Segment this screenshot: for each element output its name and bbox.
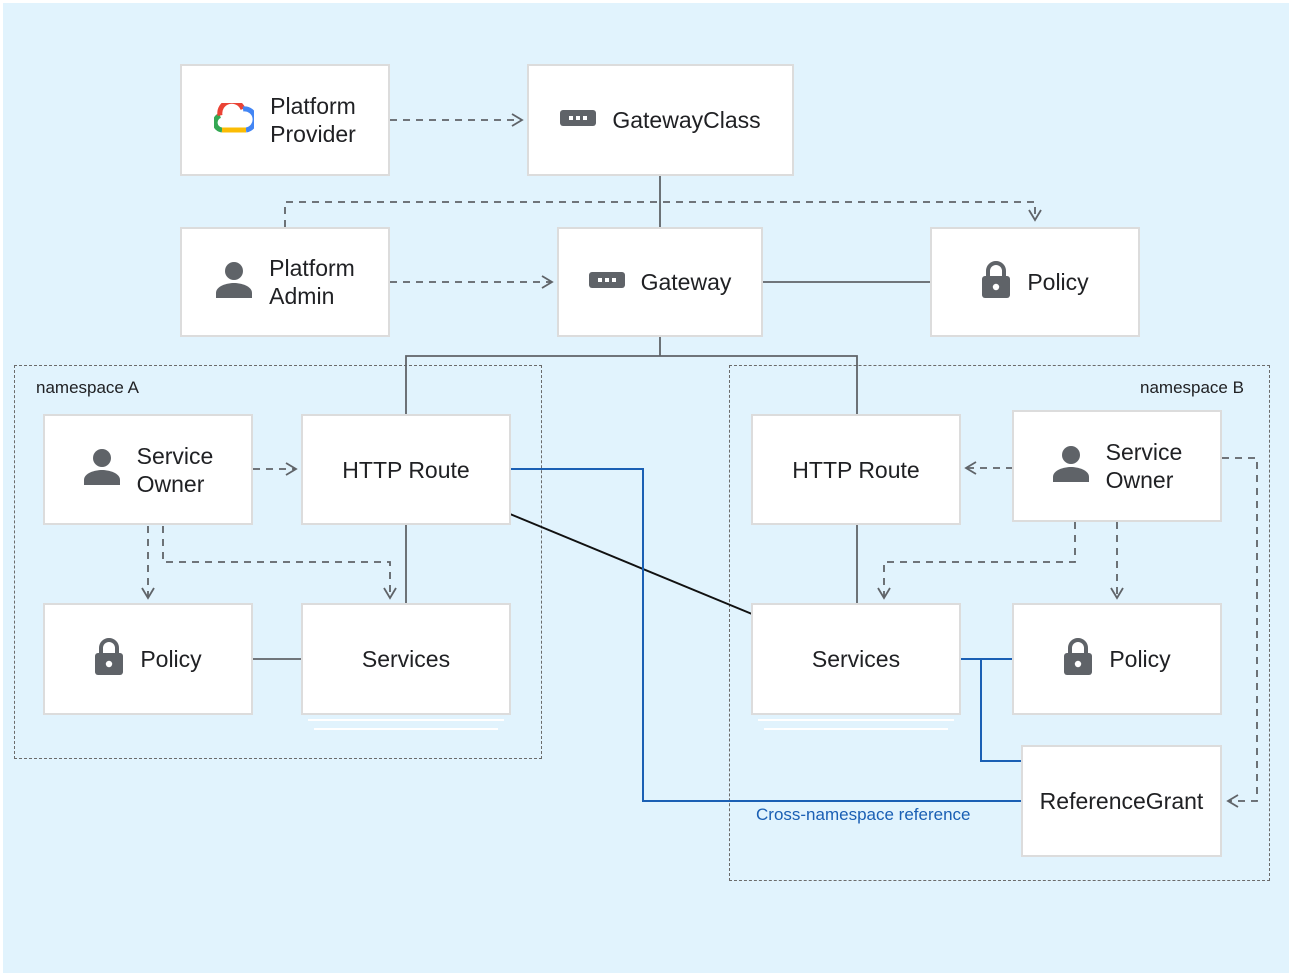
lock-icon: [94, 637, 124, 681]
person-icon: [1052, 445, 1090, 488]
a-services-label: Services: [361, 646, 451, 672]
gateway-node[interactable]: Gateway: [557, 227, 763, 337]
a-http-route-label: HTTP Route: [342, 456, 470, 483]
services-a-stack-line-1: [308, 719, 504, 724]
edge-gateway-to-routes: [405, 337, 858, 415]
person-icon: [83, 448, 121, 491]
a-service-owner-label: Service Owner: [137, 442, 214, 498]
b-http-route-node[interactable]: HTTP Route: [751, 414, 961, 525]
platform-provider-node[interactable]: Platform Provider: [180, 64, 390, 176]
edge-a-route-to-b-services: [509, 513, 753, 615]
reference-grant-label: ReferenceGrant: [1039, 788, 1204, 814]
gatewayclass-label: GatewayClass: [612, 107, 761, 133]
cross-namespace-reference-label: Cross-namespace reference: [756, 805, 971, 824]
platform-provider-label: Platform Provider: [270, 92, 356, 148]
edge-b-owner-to-services: [877, 522, 1076, 600]
platform-provider-line1: Platform: [270, 93, 356, 119]
gateway-icon: [560, 109, 597, 131]
platform-admin-label: Platform Admin: [269, 254, 355, 310]
b-policy-node[interactable]: Policy: [1012, 603, 1222, 715]
b-service-owner-line2: Owner: [1105, 467, 1174, 493]
edge-admin-to-policy: [284, 201, 1042, 227]
b-http-route-label: HTTP Route: [792, 456, 920, 483]
namespace-a-region: [14, 365, 542, 759]
edge-b-owner-to-referencegrant: [1222, 457, 1258, 808]
b-service-owner-node[interactable]: Service Owner: [1012, 410, 1222, 522]
a-service-owner-line2: Owner: [136, 470, 205, 497]
gateway-label: Gateway: [640, 269, 732, 295]
services-b-stack-line-1: [758, 719, 954, 724]
a-services-node[interactable]: Services: [301, 603, 511, 715]
namespace-b-label: namespace B: [1140, 378, 1244, 397]
policy-top-label: Policy: [1027, 269, 1089, 295]
edge-b-services-to-referencegrant: [980, 659, 1022, 762]
a-policy-node[interactable]: Policy: [43, 603, 253, 715]
edge-a-owner-to-services: [162, 526, 397, 600]
person-icon: [215, 261, 253, 304]
platform-admin-line1: Platform: [269, 255, 355, 281]
services-a-stack-line-2: [314, 728, 498, 733]
gateway-icon: [588, 271, 625, 293]
platform-provider-line2: Provider: [270, 121, 356, 147]
a-service-owner-node[interactable]: Service Owner: [43, 414, 253, 525]
platform-admin-line2: Admin: [269, 283, 335, 309]
a-service-owner-line1: Service: [136, 442, 214, 469]
namespace-b-region: [729, 365, 1270, 881]
a-http-route-node[interactable]: HTTP Route: [301, 414, 511, 525]
b-services-label: Services: [811, 646, 901, 672]
lock-icon: [1063, 637, 1093, 681]
services-b-stack-line-2: [764, 728, 948, 733]
edge-cross-namespace-reference: [510, 468, 1022, 802]
b-policy-label: Policy: [1109, 646, 1171, 672]
namespace-a-label: namespace A: [36, 378, 140, 397]
platform-admin-node[interactable]: Platform Admin: [180, 227, 390, 337]
b-service-owner-label: Service Owner: [1106, 438, 1183, 494]
b-services-node[interactable]: Services: [751, 603, 961, 715]
gatewayclass-node[interactable]: GatewayClass: [527, 64, 794, 176]
a-policy-label: Policy: [140, 646, 202, 672]
lock-icon: [981, 260, 1011, 304]
policy-top-node[interactable]: Policy: [930, 227, 1140, 337]
google-cloud-icon: [212, 98, 258, 138]
reference-grant-node[interactable]: ReferenceGrant: [1021, 745, 1222, 857]
b-service-owner-line1: Service: [1105, 439, 1183, 465]
